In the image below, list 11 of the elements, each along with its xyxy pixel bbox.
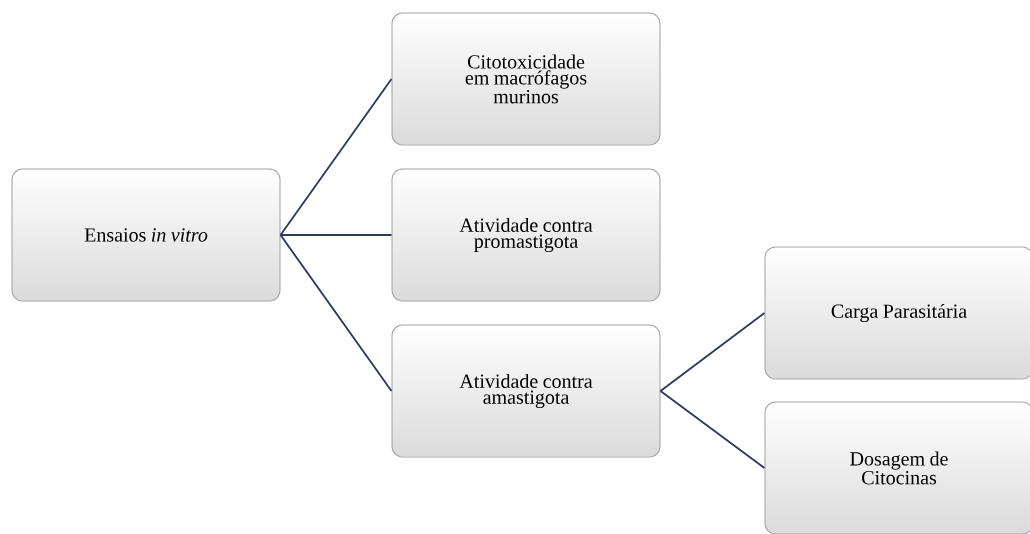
connector-line <box>279 78 393 236</box>
process-box: Ensaios in vitro <box>11 168 281 302</box>
connector-line <box>279 234 393 392</box>
connector-line <box>279 234 393 236</box>
process-box: Atividade contra promastigota <box>391 168 661 302</box>
process-box: Atividade contra amastigota <box>391 324 661 458</box>
process-box: Dosagem de Citocinas <box>764 401 1030 534</box>
process-box: Carga Parasitária <box>764 246 1030 380</box>
process-box: Citotoxicidade em macrófagos murinos <box>391 12 661 146</box>
connector-line <box>659 390 766 469</box>
connector-line <box>659 312 766 392</box>
